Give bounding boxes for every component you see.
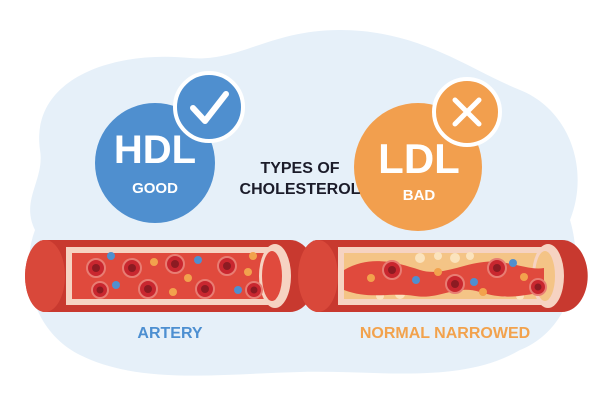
hdl-badge — [95, 71, 245, 223]
artery-caption: ARTERY — [137, 325, 203, 342]
heading-line-2: CHOLESTEROL — [239, 180, 361, 198]
narrowed-caption: NORMAL NARROWED — [359, 325, 531, 342]
hdl-subtitle: GOOD — [132, 180, 178, 197]
ldl-badge — [354, 77, 502, 231]
ldl-title: LDL — [378, 135, 460, 182]
x-icon — [452, 97, 482, 127]
healthy-artery — [25, 240, 316, 312]
ldl-subtitle: BAD — [402, 187, 436, 204]
hdl-title: HDL — [113, 128, 197, 172]
checkmark-icon — [190, 91, 229, 124]
heading-line-1: TYPES OF — [260, 160, 340, 177]
narrowed-artery — [298, 240, 588, 312]
heading: TYPES OF CHOLESTEROL — [215, 159, 385, 201]
